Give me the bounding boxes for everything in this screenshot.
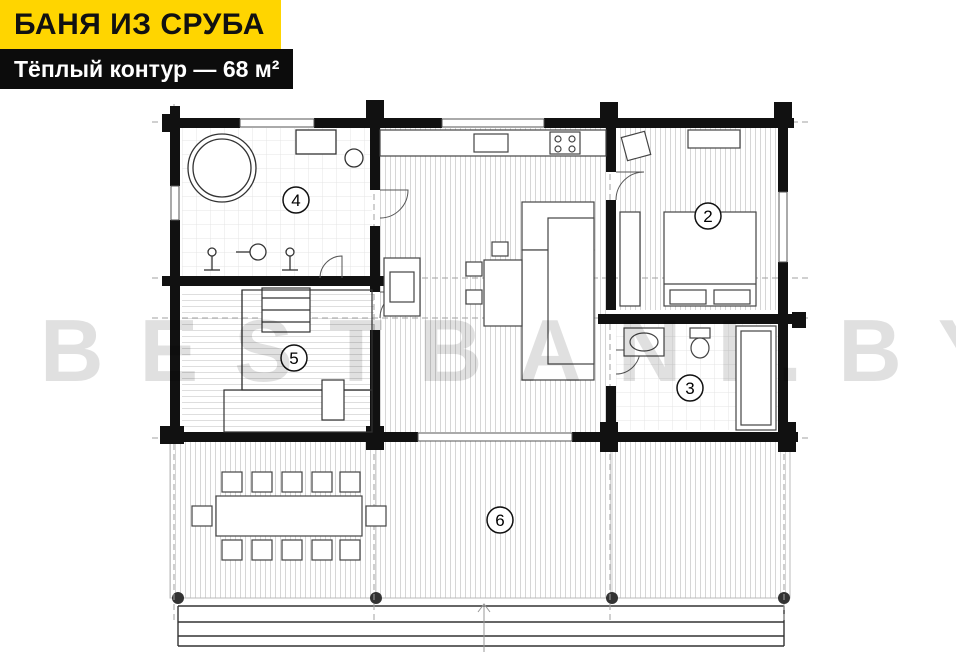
room-marker-steam-room: 5 — [280, 344, 308, 372]
room-number-bathroom: 3 — [685, 379, 694, 398]
living-furniture — [379, 129, 607, 381]
steam-room-fixtures — [223, 287, 373, 433]
room-number-terrace: 6 — [495, 511, 504, 530]
page-title: БАНЯ ИЗ СРУБА — [0, 0, 281, 49]
room-marker-bathroom: 3 — [676, 374, 704, 402]
bathroom-fixtures — [623, 325, 777, 431]
entrance-steps — [177, 603, 785, 652]
room-marker-bedroom: 2 — [694, 202, 722, 230]
washroom-fixtures — [187, 129, 364, 271]
room-number-bedroom: 2 — [703, 207, 712, 226]
room-labels: 2 3 4 5 6 — [280, 186, 722, 534]
room-number-steam-room: 5 — [289, 349, 298, 368]
bedroom-furniture — [619, 129, 757, 307]
terrace-dining — [191, 471, 387, 561]
page-subtitle: Тёплый контур — 68 м² — [0, 49, 294, 89]
room-number-washroom: 4 — [291, 191, 300, 210]
walls — [160, 100, 806, 452]
windows — [170, 118, 788, 442]
room-marker-washroom: 4 — [282, 186, 310, 214]
room-marker-terrace: 6 — [486, 506, 514, 534]
